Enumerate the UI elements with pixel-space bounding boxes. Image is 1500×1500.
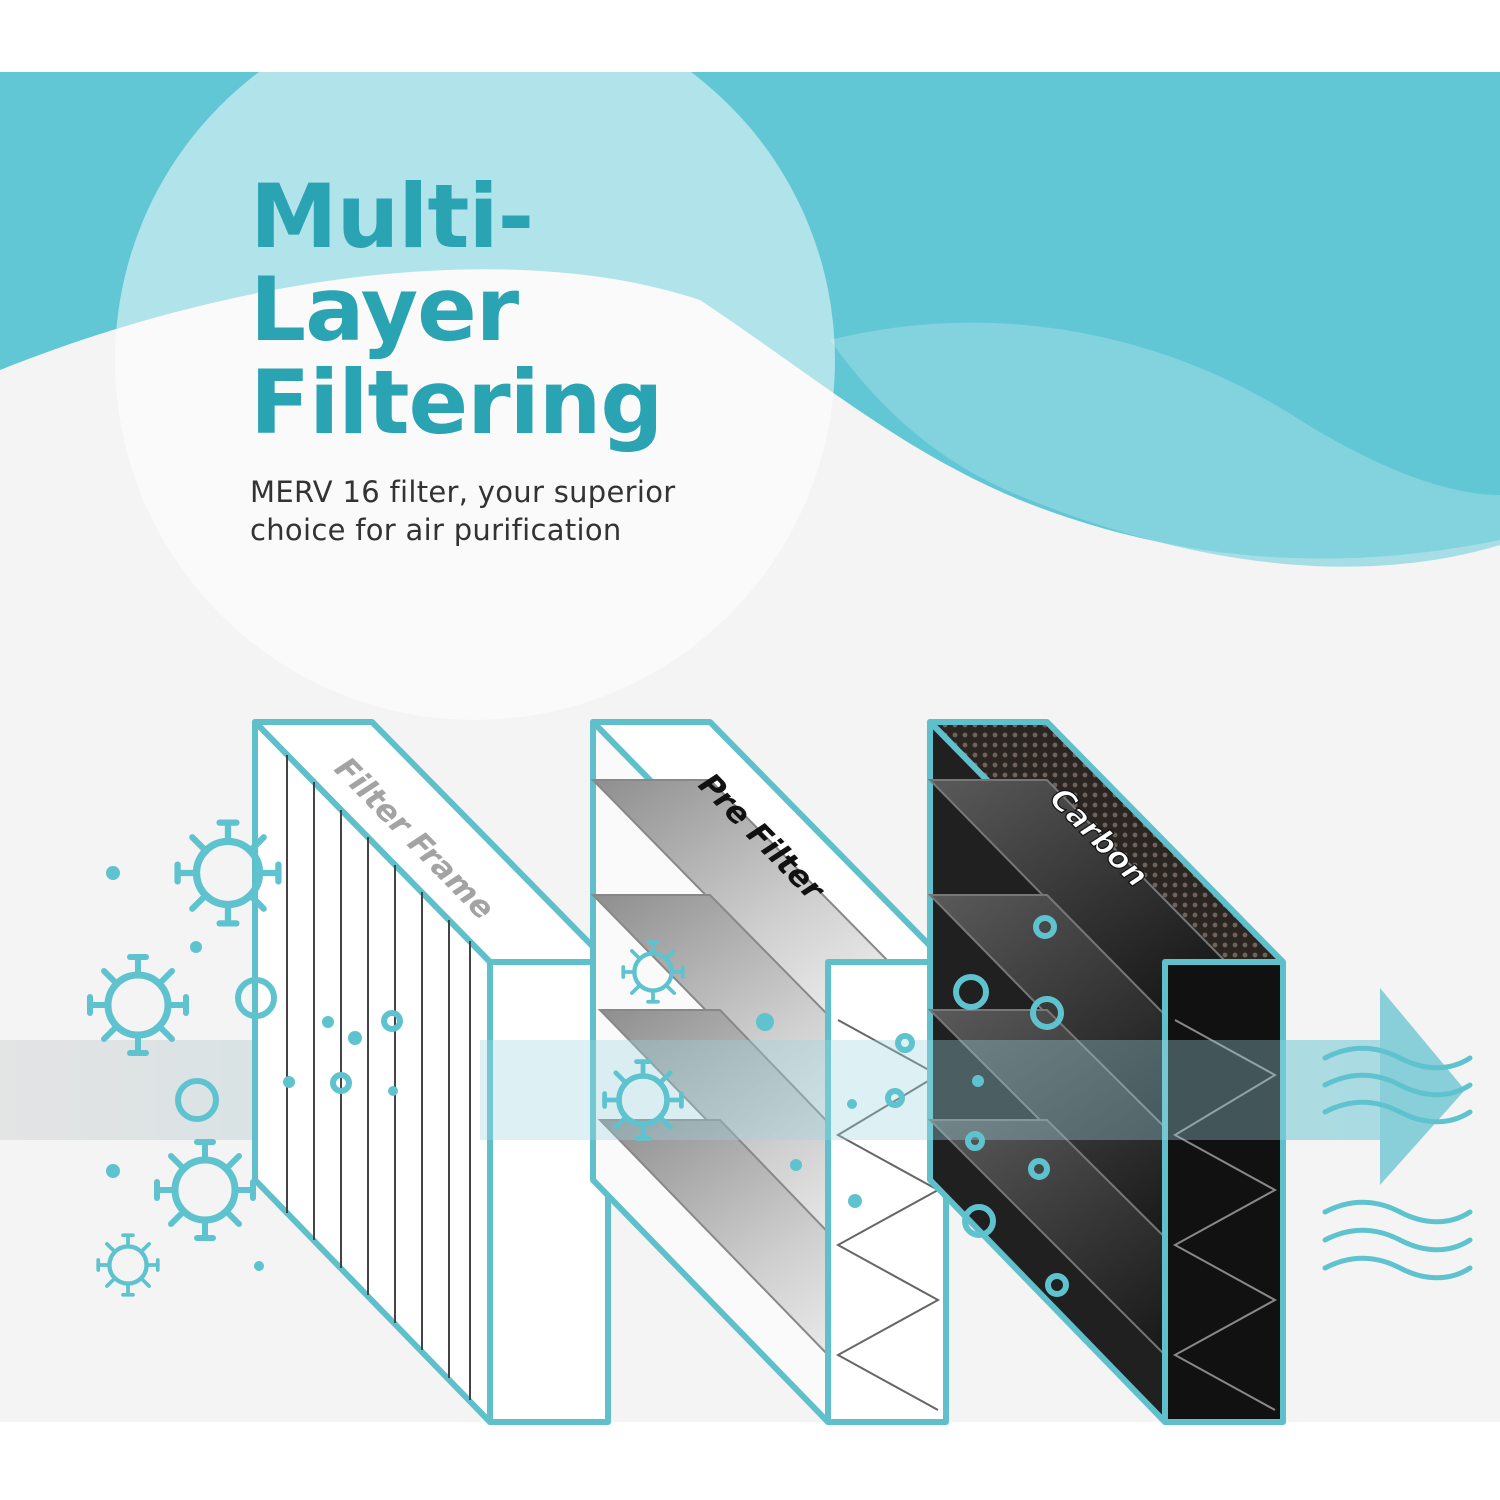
pre-filter-layer: Pre Filter <box>590 719 949 1425</box>
particle-icon <box>175 915 1069 1297</box>
carbon-layer: Carbon <box>927 719 1286 1425</box>
clean-air-wave-icon <box>1322 1045 1473 1281</box>
headline-line-2: Layer <box>250 258 519 361</box>
subtitle: MERV 16 filter, your superior choice for… <box>250 473 676 549</box>
headline: Multi- Layer Filtering <box>250 165 663 454</box>
subtitle-line-2: choice for air purification <box>250 513 622 547</box>
particle-icon <box>106 866 984 1271</box>
airflow-arrow-icon <box>1380 988 1465 1185</box>
subtitle-line-1: MERV 16 filter, your superior <box>250 475 676 509</box>
headline-line-1: Multi- <box>250 165 534 268</box>
headline-line-3: Filtering <box>250 351 663 454</box>
